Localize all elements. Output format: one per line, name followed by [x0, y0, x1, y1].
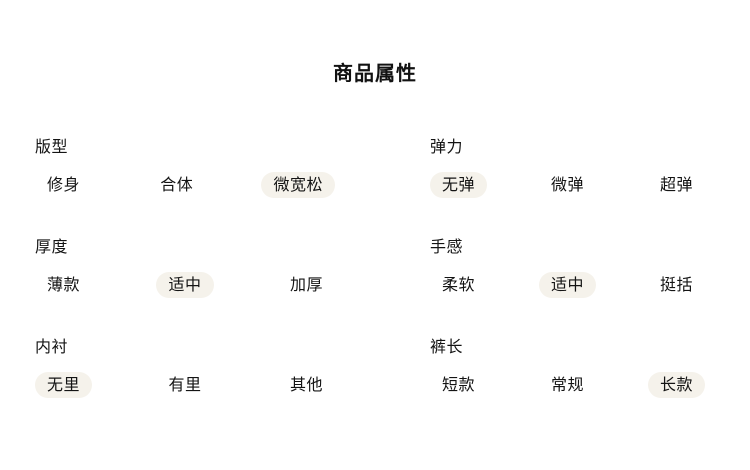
attribute-option[interactable]: 无弹 [430, 172, 488, 198]
attribute-option[interactable]: 常规 [550, 375, 584, 394]
attribute-option[interactable]: 有里 [168, 375, 202, 394]
attribute-option[interactable]: 超弹 [659, 175, 693, 194]
attribute-option[interactable]: 合体 [160, 175, 194, 194]
attribute-option[interactable]: 薄款 [47, 275, 81, 294]
attribute-group-fit: 版型 修身 合体 微宽松 [0, 136, 395, 236]
attribute-option[interactable]: 微宽松 [261, 172, 335, 198]
attribute-label: 内衬 [35, 337, 69, 356]
page-title: 商品属性 [333, 61, 417, 85]
attribute-option[interactable]: 短款 [442, 375, 476, 394]
attribute-option-list: 无里 有里 其他 [35, 372, 335, 398]
attribute-option-list: 柔软 适中 挺括 [430, 272, 705, 298]
attribute-option[interactable]: 适中 [156, 272, 214, 298]
attribute-option-list: 短款 常规 长款 [430, 372, 705, 398]
attribute-option[interactable]: 其他 [289, 375, 323, 394]
attribute-group-handfeel: 手感 柔软 适中 挺括 [395, 236, 750, 336]
attribute-label: 厚度 [35, 237, 69, 256]
attribute-label: 手感 [430, 237, 464, 256]
attribute-option[interactable]: 长款 [647, 372, 705, 398]
attribute-label: 弹力 [430, 137, 464, 156]
attribute-option[interactable]: 无里 [35, 372, 93, 398]
attribute-option[interactable]: 适中 [538, 272, 596, 298]
attribute-group-thickness: 厚度 薄款 适中 加厚 [0, 236, 395, 336]
attribute-option-list: 无弹 微弹 超弹 [430, 172, 705, 198]
attribute-label: 版型 [35, 137, 69, 156]
attribute-option[interactable]: 柔软 [442, 275, 476, 294]
attribute-group-elasticity: 弹力 无弹 微弹 超弹 [395, 136, 750, 236]
attribute-label: 裤长 [430, 337, 464, 356]
attribute-option[interactable]: 挺括 [659, 275, 693, 294]
attribute-option[interactable]: 微弹 [550, 175, 584, 194]
attribute-option-list: 修身 合体 微宽松 [35, 172, 335, 198]
attribute-option-list: 薄款 适中 加厚 [35, 272, 335, 298]
attribute-grid: 版型 修身 合体 微宽松 弹力 无弹 微弹 超弹 厚度 薄款 适中 加厚 [0, 136, 750, 436]
attribute-group-pant-length: 裤长 短款 常规 长款 [395, 336, 750, 436]
attribute-group-lining: 内衬 无里 有里 其他 [0, 336, 395, 436]
attribute-option[interactable]: 加厚 [289, 275, 323, 294]
attribute-option[interactable]: 修身 [47, 175, 81, 194]
